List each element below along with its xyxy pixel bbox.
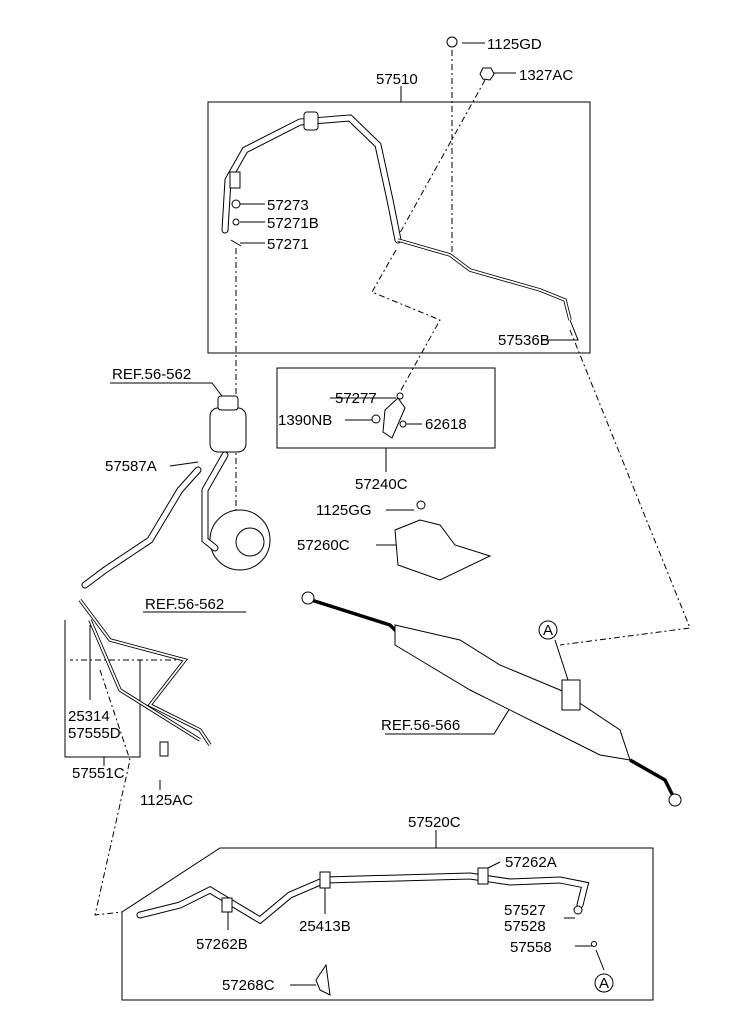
label-ref-56-562-top: REF.56-562: [112, 366, 191, 383]
label-57268C: 57268C: [222, 977, 275, 994]
label-57551C: 57551C: [72, 765, 125, 782]
dash-bracket: [371, 249, 441, 393]
label-57240C: 57240C: [355, 476, 408, 493]
valve-housing: [561, 679, 581, 711]
label-1125GD: 1125GD: [487, 36, 542, 53]
bracket-57240C: [382, 397, 406, 439]
bolt-1125GG: [416, 500, 426, 510]
clamp-57262B: [221, 897, 233, 913]
bolt-57273: [231, 199, 241, 209]
dash-57536B: [559, 329, 691, 646]
marker-a-circle: [594, 973, 614, 993]
label-57528: 57528: [504, 918, 546, 935]
label-1125AC: 1125AC: [140, 792, 193, 809]
label-57277: 57277: [335, 390, 377, 407]
clip-57271: [230, 239, 242, 247]
group-box-57510: [207, 101, 591, 354]
label-57527: 57527: [504, 902, 546, 919]
dash-1327AC: [395, 79, 486, 241]
label-57273: 57273: [267, 197, 309, 214]
hose-fitting: [229, 171, 241, 189]
washer-57271B: [232, 218, 240, 226]
heat-shield-57260C: [394, 519, 492, 581]
label-ref-56-562-mid: REF.56-562: [145, 596, 224, 613]
hose-fitting: [303, 111, 319, 131]
label-57520C: 57520C: [408, 814, 461, 831]
label-57271B: 57271B: [267, 215, 319, 232]
label-57271: 57271: [267, 236, 309, 253]
label-25314: 25314: [68, 708, 110, 725]
clamp-57262A: [477, 867, 489, 885]
steering-gear-rack: [394, 624, 631, 761]
label-25413B: 25413B: [299, 918, 351, 935]
bolt-1125GD: [446, 36, 458, 48]
reservoir: [209, 407, 247, 453]
label-57555D: 57555D: [68, 725, 121, 742]
label-57510: 57510: [376, 71, 418, 88]
label-62618: 62618: [425, 416, 467, 433]
label-57536B: 57536B: [498, 332, 550, 349]
pump-pulley: [235, 527, 265, 557]
label-57262B: 57262B: [196, 936, 248, 953]
marker-a-label: A: [599, 975, 609, 992]
marker-a-circle: [538, 620, 558, 640]
tie-rod-end-right: [668, 793, 682, 807]
label-57262A: 57262A: [505, 854, 557, 871]
clip-62618: [399, 420, 407, 428]
group-box-57240C: [276, 367, 496, 449]
nut-1327AC: [479, 67, 495, 81]
bolt-1125AC: [159, 741, 169, 757]
nut-1390NB: [371, 414, 381, 424]
label-57260C: 57260C: [297, 537, 350, 554]
oring-57558: [591, 941, 597, 947]
bracket-57268C: [315, 963, 331, 996]
marker-a-label: A: [543, 622, 553, 639]
grommet-57277: [396, 392, 404, 400]
label-1327AC: 1327AC: [519, 67, 573, 84]
label-1125GG: 1125GG: [316, 502, 372, 519]
clip-57527: [573, 905, 583, 915]
grommet-25413B: [319, 871, 331, 889]
group-box-57520C: [121, 847, 654, 1001]
label-ref-56-566: REF.56-566: [381, 717, 460, 734]
label-57587A: 57587A: [105, 458, 157, 475]
label-57558: 57558: [510, 939, 552, 956]
dash-return: [70, 659, 185, 916]
tie-rod-end-left: [301, 591, 315, 605]
label-1390NB: 1390NB: [278, 412, 332, 429]
reservoir-cap: [217, 395, 239, 411]
